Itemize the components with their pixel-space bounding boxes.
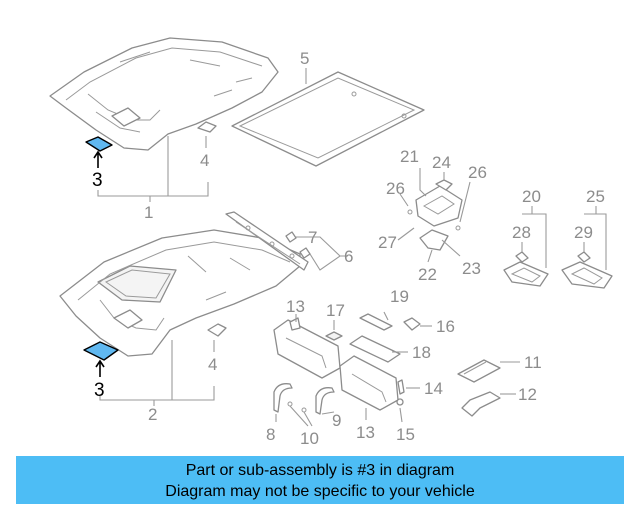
callout-18: 18 [412,343,431,362]
bracket-part-11 [457,359,501,383]
map-lamp-assembly [407,179,463,251]
callout-10: 10 [300,429,319,448]
leader-27 [397,227,415,241]
callout-17: 17 [326,301,345,320]
callout-8: 8 [266,425,275,444]
callout-13-lower: 13 [356,423,375,442]
callout-1: 1 [144,203,153,222]
headliner-part-1 [49,37,279,151]
callout-3-upper: 3 [92,170,103,191]
leader-26 [399,181,471,223]
roof-rail-part-6 [225,211,309,271]
callout-13-upper: 13 [286,297,305,316]
callout-12: 12 [518,385,537,404]
part-4-upper [197,121,217,133]
callout-4-upper: 4 [200,151,209,170]
callout-19: 19 [390,287,409,306]
callout-9: 9 [332,411,341,430]
callout-25: 25 [586,187,605,206]
part-3-upper-highlighted[interactable] [85,136,113,152]
callout-2: 2 [148,405,157,424]
dome-lamp-part-25 [561,251,613,289]
callout-14: 14 [424,379,443,398]
callout-29: 29 [574,223,593,242]
bracket-group-2 [99,340,215,406]
callout-arrow-3-upper [93,150,103,168]
callout-11: 11 [524,353,542,372]
sun-visor-part-13-lower [339,355,399,411]
callout-arrow-3-lower [95,359,105,377]
banner-line-2: Diagram may not be specific to your vehi… [165,483,475,500]
leader-6-7 [296,236,348,271]
callout-24: 24 [432,153,451,172]
callout-4-lower: 4 [208,355,217,374]
callout-22: 22 [418,265,437,284]
leader-15 [399,407,403,423]
bracket-25-29 [583,206,607,270]
leader-19 [383,311,389,321]
callout-5: 5 [300,49,309,68]
dome-lamp-part-20 [503,251,549,287]
headliner-pad-part-5 [231,71,425,167]
leader-22-23 [427,239,461,263]
bracket-20-28 [521,206,547,268]
callout-6: 6 [344,247,353,266]
part-4-lower [207,323,227,337]
hook-part-14 [397,379,405,395]
bracket-group-1 [97,136,209,202]
bolt-part-15 [396,398,404,406]
callout-20: 20 [522,187,541,206]
switch-part-16 [403,317,421,331]
callout-28: 28 [512,223,531,242]
callout-21: 21 [400,147,419,166]
lamp-part-19 [359,313,393,331]
callout-16: 16 [436,317,455,336]
callout-27: 27 [378,233,397,252]
callout-7: 7 [308,228,317,247]
callout-15: 15 [396,425,415,444]
bracket-part-12 [461,391,501,417]
callout-23: 23 [462,259,481,278]
headliner-part-2 [59,229,301,357]
leader-21 [419,168,427,197]
callout-26-left: 26 [386,179,405,198]
banner-line-1: Part or sub-assembly is #3 in diagram [185,462,455,479]
parts-diagram: 1 2 3 3 4 4 5 6 7 8 9 10 11 12 13 13 14 … [49,37,613,448]
callout-3-lower: 3 [94,380,105,401]
vanity-mirror-part-18 [349,335,401,363]
part-17 [325,331,343,341]
sun-visor-part-13-upper [273,317,341,379]
info-banner: Part or sub-assembly is #3 in diagram Di… [16,456,624,504]
leader-8-9-10 [275,405,335,427]
part-3-lower-highlighted[interactable] [83,341,119,361]
callout-26-right: 26 [468,163,487,182]
grab-handle-parts [273,383,335,415]
